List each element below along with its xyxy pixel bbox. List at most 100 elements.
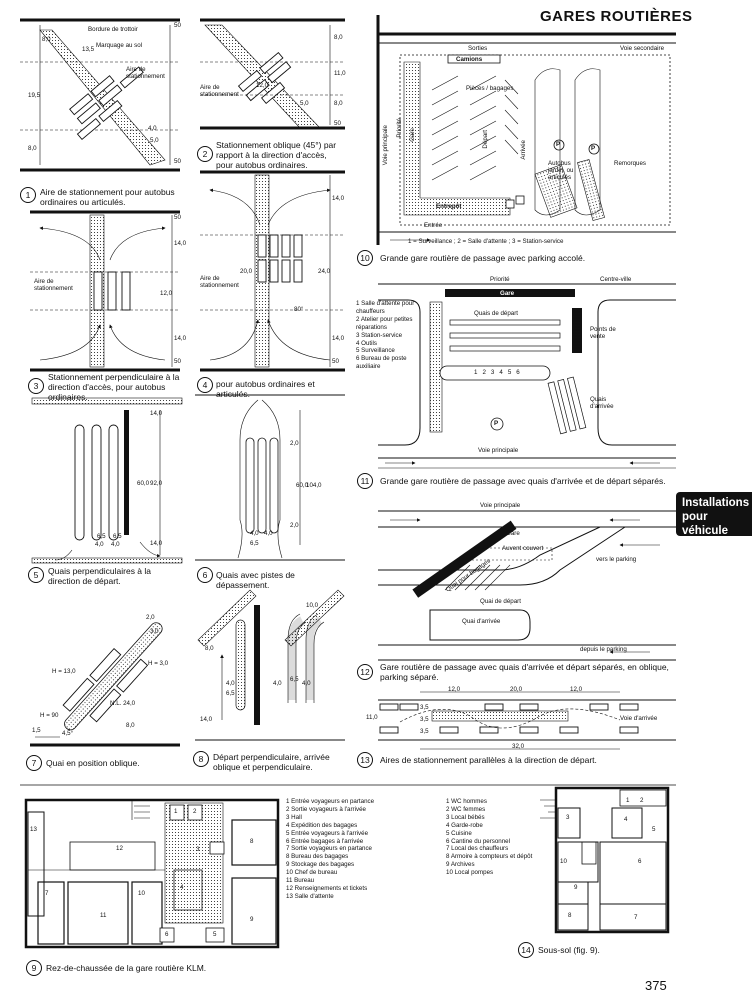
fig6-drawing xyxy=(195,394,345,561)
fig6-number: 6 xyxy=(197,567,213,583)
fig13-number: 13 xyxy=(357,752,373,768)
fig14-room: 10 xyxy=(560,858,567,865)
fig9-room: 10 xyxy=(138,890,145,897)
fig11-label-points: Points de vente xyxy=(590,326,616,341)
fig5-dim: 14,0 xyxy=(150,540,163,547)
fig14-drawing xyxy=(540,786,670,934)
fig12-drawing xyxy=(378,510,676,661)
fig14-legend-item: 10 Local pompes xyxy=(446,869,494,877)
fig1-label-aire: Aire de stationnement xyxy=(126,66,165,81)
fig10-label-entrepot: Entrepôt xyxy=(436,203,462,210)
fig1-label-bordure: Bordure de trottoir xyxy=(88,26,138,33)
fig10-label-autobus: Autobus jardin. ou articulés xyxy=(548,160,574,182)
fig10-label-depart: Départ xyxy=(482,130,489,149)
fig3-caption: Stationnement perpendiculaire à la direc… xyxy=(48,372,180,402)
fig4-drawing xyxy=(200,170,345,372)
fig14-room: 7 xyxy=(634,914,638,921)
fig14-room: 2 xyxy=(640,797,644,804)
fig3-dim: 14,0 xyxy=(174,335,187,342)
fig5-dim: 6,5 xyxy=(97,533,106,540)
fig6-dim: 4,0 xyxy=(250,530,259,537)
fig7-dim: N.L. 24,0 xyxy=(110,700,136,707)
fig5-drawing xyxy=(31,397,183,564)
fig11-caption: Grande gare routière de passage avec qua… xyxy=(380,476,666,486)
fig14-legend-item: 2 WC femmes xyxy=(446,805,486,813)
fig11-label-voie-principale: Voie principale xyxy=(478,447,519,454)
fig11-legend-item: 6 Bureau de poste auxiliaire xyxy=(356,355,407,371)
fig1-dim: 8,0 xyxy=(28,145,37,152)
fig1-number: 1 xyxy=(20,187,36,203)
fig12-label-auvent: Auvent couvert xyxy=(502,545,544,552)
fig8-drawing xyxy=(195,589,345,741)
fig7-number: 7 xyxy=(26,755,42,771)
fig1-dim: 5,0 xyxy=(150,137,159,144)
fig9-room: 2 xyxy=(193,808,197,815)
fig9-caption: Rez-de-chaussée de la gare routière KLM. xyxy=(46,963,207,973)
fig14-legend-item: 4 Garde-robe xyxy=(446,821,483,829)
fig2-label-aire: Aire de stationnement xyxy=(200,84,239,99)
fig8-dim: 4,0 xyxy=(302,680,311,687)
section-tab-line2: pour véhicule xyxy=(682,511,729,537)
fig11-label-gare: Gare xyxy=(500,290,515,297)
fig2-dim: 8,0 xyxy=(334,34,343,41)
fig11-label-quais-arrivee: Quais d'arrivée xyxy=(590,396,614,411)
fig4-dim: 50 xyxy=(332,358,339,365)
fig3-dim: 14,0 xyxy=(174,240,187,247)
fig12-label-voie-principale: Voie principale xyxy=(480,502,521,509)
fig4-dim: 24,0 xyxy=(318,268,331,275)
fig11-strip: 123456 xyxy=(474,369,525,376)
fig9-legend-item: 11 Bureau xyxy=(286,877,315,885)
fig9-room: 13 xyxy=(30,826,37,833)
fig1-caption: Aire de stationnement pour autobus ordin… xyxy=(40,187,175,207)
fig11-label-p: P xyxy=(494,420,499,427)
fig10-label-pieces: Pièces / bagages xyxy=(466,85,514,92)
fig9-legend-item: 12 Renseignements et tickets xyxy=(286,884,368,892)
fig9-number: 9 xyxy=(26,960,42,976)
fig9-legend-item: 7 Sortie voyageurs en partance xyxy=(286,845,373,853)
fig9-legend-item: 9 Stockage des bagages xyxy=(286,861,355,869)
fig10-number: 10 xyxy=(357,250,373,266)
fig14-legend-item: 3 Local bébés xyxy=(446,813,485,821)
fig12-number: 12 xyxy=(357,664,373,680)
fig2-caption: Stationnement oblique (45°) par rapport … xyxy=(216,140,337,170)
fig1-dim: 8,0 xyxy=(42,36,51,43)
fig12-label-vers-parking: vers le parking xyxy=(596,556,637,563)
fig13-drawing xyxy=(378,691,676,750)
page-number: 375 xyxy=(645,978,667,993)
fig9-legend-item: 13 Salle d'attente xyxy=(286,892,334,900)
fig8-dim: 4,0 xyxy=(226,680,235,687)
fig14-legend-item: 6 Cantine du personnel xyxy=(446,837,510,845)
fig13-dim: 12,0 xyxy=(448,686,461,693)
fig9-room: 9 xyxy=(250,916,254,923)
fig7-dim: 1,5 xyxy=(32,727,41,734)
fig14-legend-item: 7 Local des chauffeurs xyxy=(446,845,509,853)
fig6-dim: 4,0 xyxy=(264,530,273,537)
fig11-label-centre: Centre-ville xyxy=(600,276,632,283)
fig1-dim: 4,0 xyxy=(148,125,157,132)
fig11-drawing xyxy=(378,283,676,469)
fig9-room: 6 xyxy=(165,931,169,938)
fig10-caption: Grande gare routière de passage avec par… xyxy=(380,253,586,263)
fig6-caption: Quais avec pistes de dépassement. xyxy=(216,570,295,590)
fig2-dim: 12,0 xyxy=(256,82,269,89)
fig9-legend-item: 10 Chef de bureau xyxy=(286,869,338,877)
fig5-caption: Quais perpendiculaires à la direction de… xyxy=(48,566,152,586)
fig13-label-voie-arrivee: Voie d'arrivée xyxy=(620,715,658,722)
fig11-legend-item: 2 Atelier pour petites réparations xyxy=(356,315,413,331)
fig6-dim: 2,0 xyxy=(290,522,299,529)
fig6-dim: 104,0 xyxy=(306,482,322,489)
fig9-room: 3 xyxy=(196,846,200,853)
page-title: GARES ROUTIÈRES xyxy=(540,8,693,25)
fig10-label-camions: Camions xyxy=(456,56,483,63)
fig9-room: 8 xyxy=(250,838,254,845)
fig9-legend-item: 8 Bureau des bagages xyxy=(286,853,349,861)
fig7-dim: 3,0 xyxy=(150,628,159,635)
fig5-dim: 60,0 xyxy=(137,480,150,487)
section-tab[interactable]: Installations pour véhicule xyxy=(676,492,752,537)
fig9-legend-item: 3 Hall xyxy=(286,813,302,821)
fig4-dim: 80° xyxy=(294,306,304,313)
fig7-dim: 8,0 xyxy=(126,722,135,729)
fig14-number: 14 xyxy=(518,942,534,958)
fig8-caption: Départ perpendiculaire, arrivée oblique … xyxy=(213,752,330,772)
